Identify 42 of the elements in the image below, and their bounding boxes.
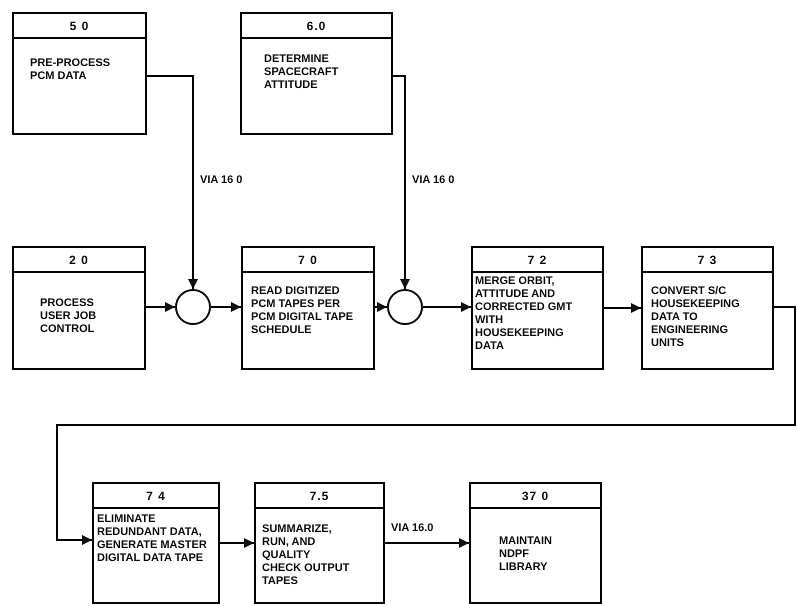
step-number: 7 3 xyxy=(698,252,718,266)
step-description: PRE-PROCESS PCM DATA xyxy=(30,57,112,83)
circle-junction xyxy=(175,289,211,325)
process-box xyxy=(254,482,385,604)
process-box xyxy=(641,246,774,370)
step-description: ELIMINATE REDUNDANT DATA, GENERATE MASTER DIGITAL DATA TAPE xyxy=(97,513,208,565)
step-number: 6.0 xyxy=(306,18,326,32)
arrow xyxy=(423,302,471,312)
process-box xyxy=(240,12,393,135)
step-number: 7 0 xyxy=(298,252,318,266)
edge-label: VIA 16 0 xyxy=(411,174,456,186)
step-number: 7.5 xyxy=(310,488,330,502)
arrow xyxy=(146,302,175,312)
edge-label: VIA 16 0 xyxy=(199,174,244,186)
process-box xyxy=(12,246,146,370)
process-box xyxy=(12,12,147,135)
arrow xyxy=(375,302,387,312)
step-description: READ DIGITIZED PCM TAPES PER PCM DIGITAL TAPE SCHEDULE xyxy=(251,285,354,337)
arrow xyxy=(56,306,796,545)
process-box xyxy=(471,246,604,370)
step-description: SUMMARIZE, RUN, AND QUALITY CHECK OUTPUT TAPES xyxy=(262,523,350,588)
circle-junction xyxy=(387,289,423,325)
edge-label: VIA 16.0 xyxy=(390,522,434,534)
step-number: 2 0 xyxy=(69,252,89,266)
step-description: CONVERT S/C HOUSEKEEPING DATA TO ENGINEERING UNITS xyxy=(651,285,741,350)
arrow xyxy=(220,538,254,548)
process-box xyxy=(469,482,602,604)
step-number: 5 0 xyxy=(70,18,90,32)
step-number: 37 0 xyxy=(522,488,550,502)
process-box xyxy=(241,246,375,370)
process-box xyxy=(92,482,220,604)
arrow xyxy=(147,75,198,289)
step-description: DETERMINE SPACECRAFT ATTITUDE xyxy=(264,53,340,92)
step-description: MERGE ORBIT, ATTITUDE AND CORRECTED GMT WITH HOUSEKEEPING DATA xyxy=(475,275,574,353)
step-description: PROCESS USER JOB CONTROL xyxy=(40,297,98,336)
arrow xyxy=(385,538,469,548)
arrow xyxy=(393,75,410,289)
arrow xyxy=(604,303,641,313)
arrow xyxy=(211,302,241,312)
step-number: 7 4 xyxy=(146,488,166,502)
step-description: MAINTAIN NDPF LIBRARY xyxy=(499,535,553,574)
step-number: 7 2 xyxy=(528,252,548,266)
